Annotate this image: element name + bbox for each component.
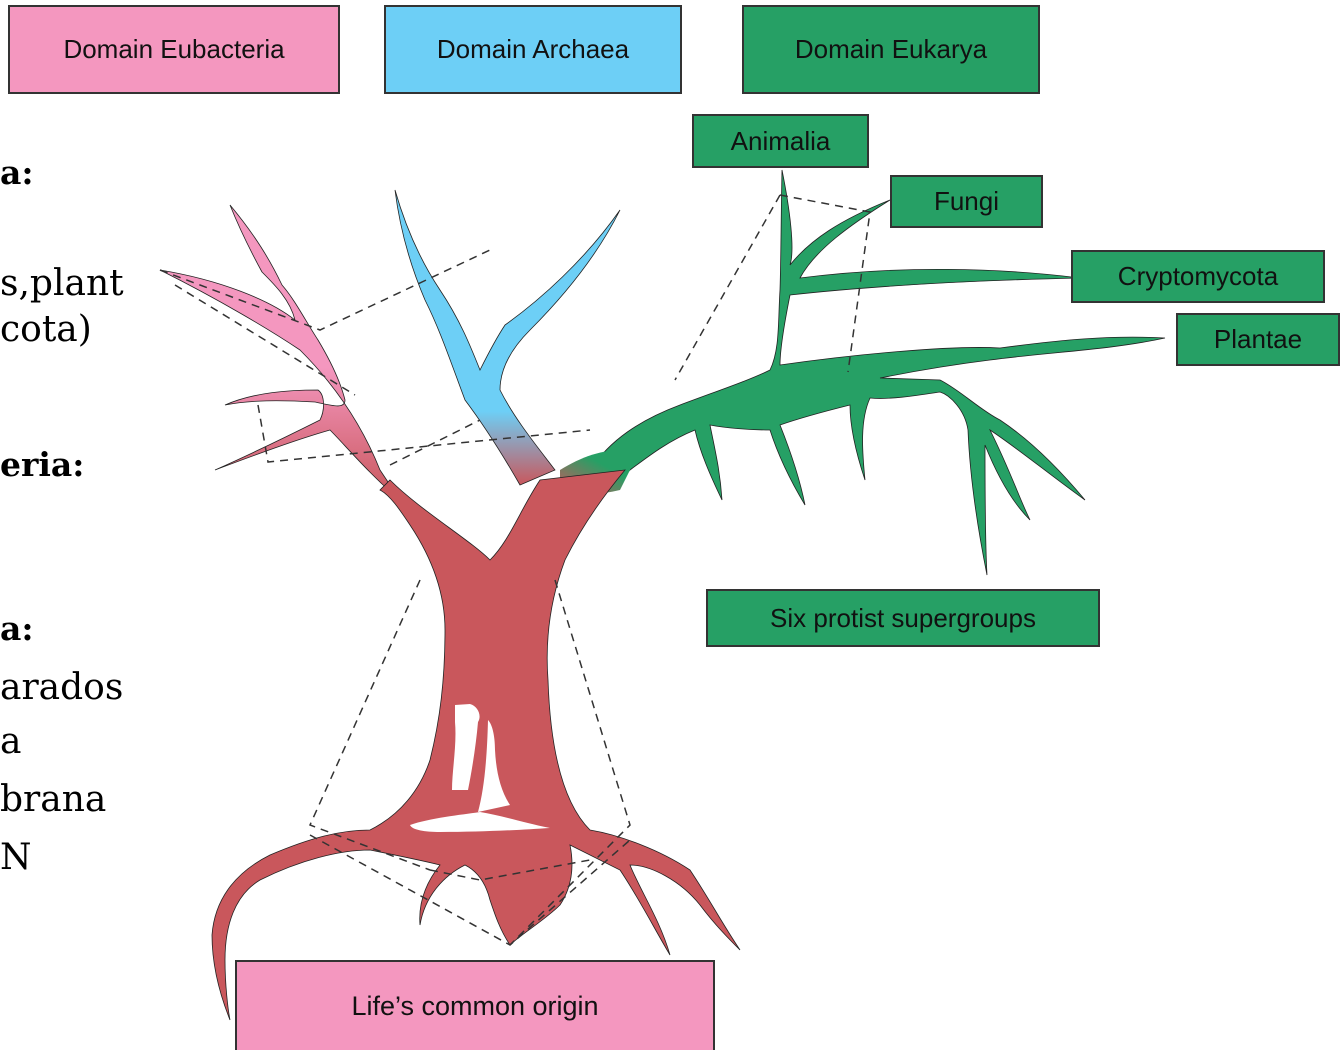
- protist-supergroups-label: Six protist supergroups: [706, 589, 1100, 647]
- archaea-branch: [395, 190, 620, 485]
- eubacteria-branch: [160, 205, 400, 500]
- domain-eubacteria-label: Domain Eubacteria: [8, 5, 340, 94]
- domain-eukarya-label: Domain Eukarya: [742, 5, 1040, 94]
- domain-archaea-label: Domain Archaea: [384, 5, 682, 94]
- plantae-label: Plantae: [1176, 313, 1340, 366]
- fungi-label: Fungi: [890, 175, 1043, 228]
- trunk-and-roots: [212, 470, 740, 1020]
- common-origin-label: Life’s common origin: [235, 960, 715, 1050]
- cryptomycota-label: Cryptomycota: [1071, 250, 1325, 303]
- eukarya-branch: [560, 170, 1165, 575]
- animalia-label: Animalia: [692, 114, 869, 168]
